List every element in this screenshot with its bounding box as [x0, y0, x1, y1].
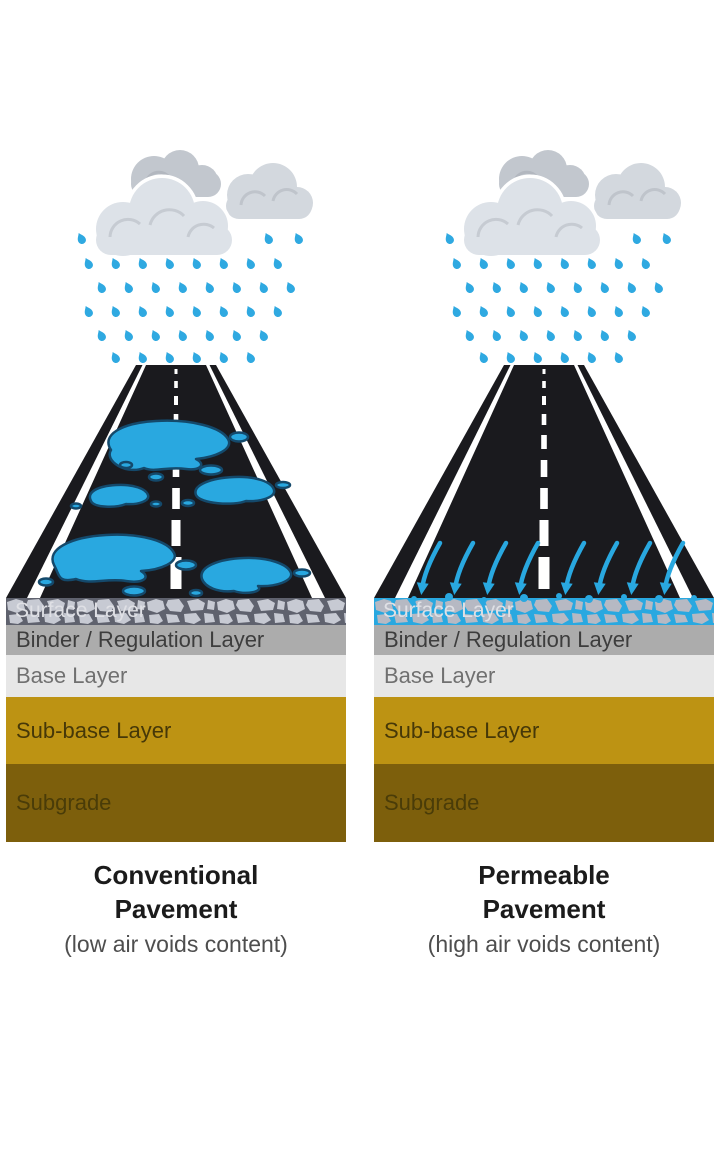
- binder-layer-band: Binder / Regulation Layer: [374, 625, 714, 655]
- caption-title-line1: Permeable: [478, 860, 610, 890]
- base-layer-band: Base Layer: [374, 655, 714, 697]
- cobblestone-texture: [6, 598, 346, 625]
- panel-conventional: Surface Layer Binder / Regulation Layer …: [6, 143, 346, 1152]
- cross-section-conventional: Surface Layer Binder / Regulation Layer …: [6, 598, 346, 842]
- infiltration-arrows-group: [416, 540, 686, 595]
- surface-layer-label: Surface Layer: [15, 599, 146, 622]
- caption-permeable: Permeable Pavement (high air voids conte…: [374, 858, 714, 960]
- binder-layer-band: Binder / Regulation Layer: [6, 625, 346, 655]
- caption-title-line1: Conventional: [93, 860, 259, 890]
- panel-permeable: Surface Layer Binder / Regulation Layer …: [374, 143, 714, 1152]
- rain-cloud-icon: [444, 143, 684, 365]
- subbase-layer-band: Sub-base Layer: [6, 697, 346, 764]
- road-graphic: [374, 365, 714, 598]
- caption-subtitle: (low air voids content): [64, 931, 288, 957]
- caption-title-line2: Pavement: [482, 894, 606, 924]
- puddle-group: [37, 419, 312, 598]
- rain-cloud-icon: [76, 143, 316, 365]
- subbase-layer-band: Sub-base Layer: [374, 697, 714, 764]
- road-graphic: [6, 365, 346, 598]
- subgrade-layer-band: Subgrade: [374, 764, 714, 842]
- road-conventional: [6, 365, 346, 598]
- sky-right: [374, 143, 714, 365]
- road-permeable: [374, 365, 714, 598]
- caption-title-line2: Pavement: [114, 894, 238, 924]
- caption-subtitle: (high air voids content): [427, 931, 661, 957]
- surface-layer-band: Surface Layer: [374, 593, 714, 625]
- base-layer-band: Base Layer: [6, 655, 346, 697]
- sky-left: [6, 143, 346, 365]
- cobblestone-texture-wet: [374, 593, 714, 625]
- cross-section-permeable: Surface Layer Binder / Regulation Layer …: [374, 593, 714, 842]
- surface-layer-band: Surface Layer: [6, 598, 346, 625]
- subgrade-layer-band: Subgrade: [6, 764, 346, 842]
- caption-conventional: Conventional Pavement (low air voids con…: [6, 858, 346, 960]
- surface-layer-label: Surface Layer: [383, 599, 514, 622]
- water-splashes: [411, 593, 697, 603]
